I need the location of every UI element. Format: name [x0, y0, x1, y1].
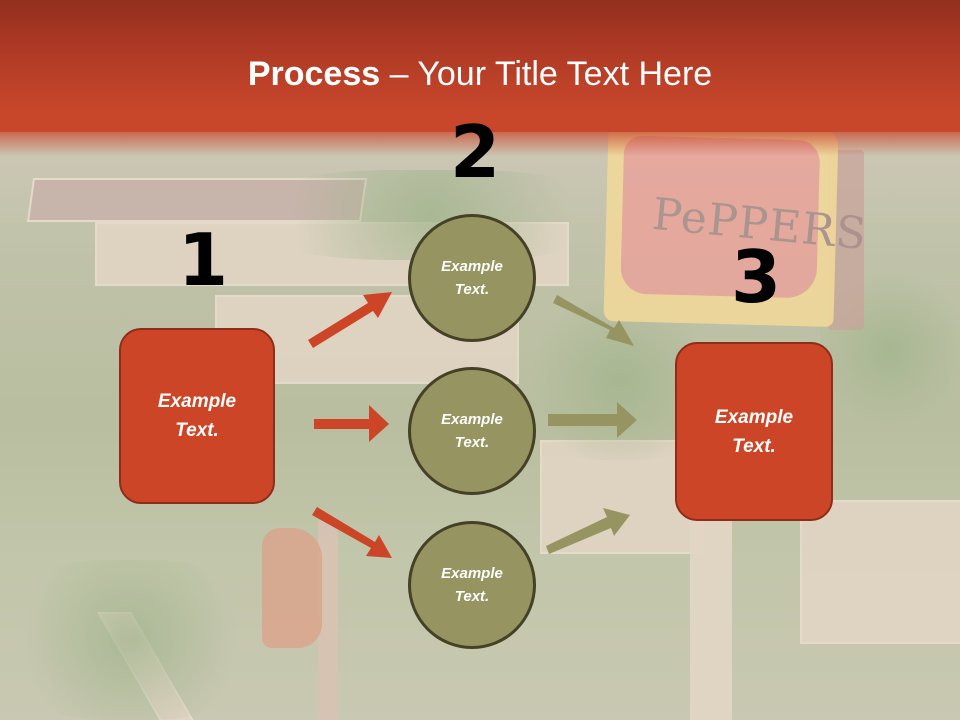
slide-title[interactable]: Process – Your Title Text Here — [0, 55, 960, 94]
arrow-circle2-to-box3 — [548, 402, 637, 438]
circle-3-line2: Text. — [454, 588, 490, 605]
step-number-2: 2 — [450, 110, 501, 194]
step-number-1: 1 — [178, 218, 229, 302]
garden-bed — [800, 500, 960, 644]
arrow-circle3-to-box3 — [546, 508, 630, 554]
sign-post — [690, 520, 732, 720]
step-number-3: 3 — [731, 235, 782, 319]
garden-stake — [318, 520, 338, 720]
circle-2-text: Example Text. — [441, 408, 503, 454]
arrow-box1-to-circle1 — [308, 292, 392, 348]
garden-cutout — [262, 528, 322, 648]
circle-1-text: Example Text. — [441, 255, 503, 301]
circle-2-line2: Text. — [454, 434, 490, 451]
step-1-box[interactable]: Example Text. — [119, 328, 275, 504]
step-2-circle-1[interactable]: Example Text. — [408, 214, 536, 342]
arrow-box1-to-circle3 — [312, 507, 392, 558]
circle-3-text: Example Text. — [441, 562, 503, 608]
arrow-box1-to-circle2 — [314, 405, 389, 442]
title-rest: – Your Title Text Here — [380, 55, 713, 93]
step-3-text: Example Text. — [715, 403, 793, 461]
step-1-text: Example Text. — [158, 387, 236, 445]
circle-1-line1: Example — [441, 258, 503, 275]
step-3-line1: Example — [714, 406, 794, 428]
step-1-line2: Text. — [175, 420, 219, 441]
step-3-line2: Text. — [732, 435, 776, 457]
circle-2-line1: Example — [441, 411, 503, 428]
title-bold: Process — [247, 55, 381, 93]
step-2-circle-2[interactable]: Example Text. — [408, 367, 536, 495]
step-1-line1: Example — [157, 391, 237, 412]
circle-1-line2: Text. — [454, 281, 490, 298]
title-band — [0, 0, 960, 132]
arrow-circle1-to-box3 — [553, 295, 634, 346]
circle-3-line1: Example — [441, 565, 503, 582]
step-2-circle-3[interactable]: Example Text. — [408, 521, 536, 649]
step-3-box[interactable]: Example Text. — [675, 342, 833, 521]
title-band-fade — [0, 128, 960, 156]
foliage — [0, 560, 260, 720]
